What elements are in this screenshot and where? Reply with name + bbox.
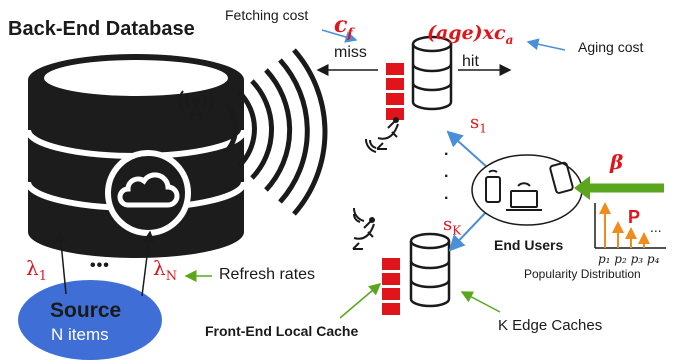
source-title: Source [50, 299, 122, 322]
tablet-icon [549, 161, 574, 194]
popularity-plot [594, 202, 666, 249]
broadcast-tower-icon [178, 90, 214, 121]
database-title: Back-End Database [8, 18, 195, 40]
fetching-cost-pointer [321, 29, 358, 43]
front-end-cache-label: Front-End Local Cache [205, 323, 359, 339]
popularity-ellipsis: ... [650, 219, 662, 235]
popularity-ticks: p₁ p₂ p₃ p₄ [598, 252, 660, 266]
miss-label: miss [334, 44, 367, 61]
source-subtitle: N items [51, 325, 109, 344]
lambda-n-label: λN [153, 256, 178, 284]
k-edge-caches-pointer [460, 291, 501, 313]
hit-label: hit [462, 53, 479, 70]
popularity-caption: Popularity Distribution [524, 267, 641, 281]
refresh-rates-label: Refresh rates [219, 266, 316, 283]
lambda-1-label: λ1 [26, 256, 47, 284]
beta-arrow-head [574, 176, 590, 200]
fetching-cost-symbol: cf [334, 12, 353, 42]
refresh-arrow-n [141, 230, 155, 297]
satellite-dish-icon [352, 207, 375, 250]
k-edge-caches-label: K Edge Caches [498, 317, 603, 334]
request-arrow-sk [448, 209, 489, 252]
refresh-arrow-1 [55, 230, 67, 295]
aging-cost-label: Aging cost [578, 39, 644, 55]
wireless-signal-waves [224, 48, 328, 216]
front-end-cache-pointer [339, 283, 382, 319]
beta-label: β [610, 150, 624, 174]
s1-label: s1 [470, 112, 487, 136]
laptop-icon [506, 182, 542, 211]
source-dots: ••• [90, 257, 110, 274]
source-ellipse [18, 280, 162, 360]
cloud-icon [105, 150, 191, 236]
edge-cache-bottom [382, 232, 451, 315]
request-arrow-s1 [446, 130, 489, 169]
popularity-p-label: P [628, 207, 641, 227]
aging-cost-pointer [526, 38, 566, 51]
satellite-dish-icon [364, 117, 399, 153]
phone-icon [485, 169, 501, 203]
end-users-label: End Users [494, 237, 564, 253]
vertical-dots: . . . [444, 142, 449, 203]
edge-cache-top [386, 35, 453, 120]
fetching-cost-label: Fetching cost [225, 7, 309, 23]
sk-label: sK [443, 214, 462, 238]
aging-cost-expression: (age)xca [427, 22, 514, 47]
